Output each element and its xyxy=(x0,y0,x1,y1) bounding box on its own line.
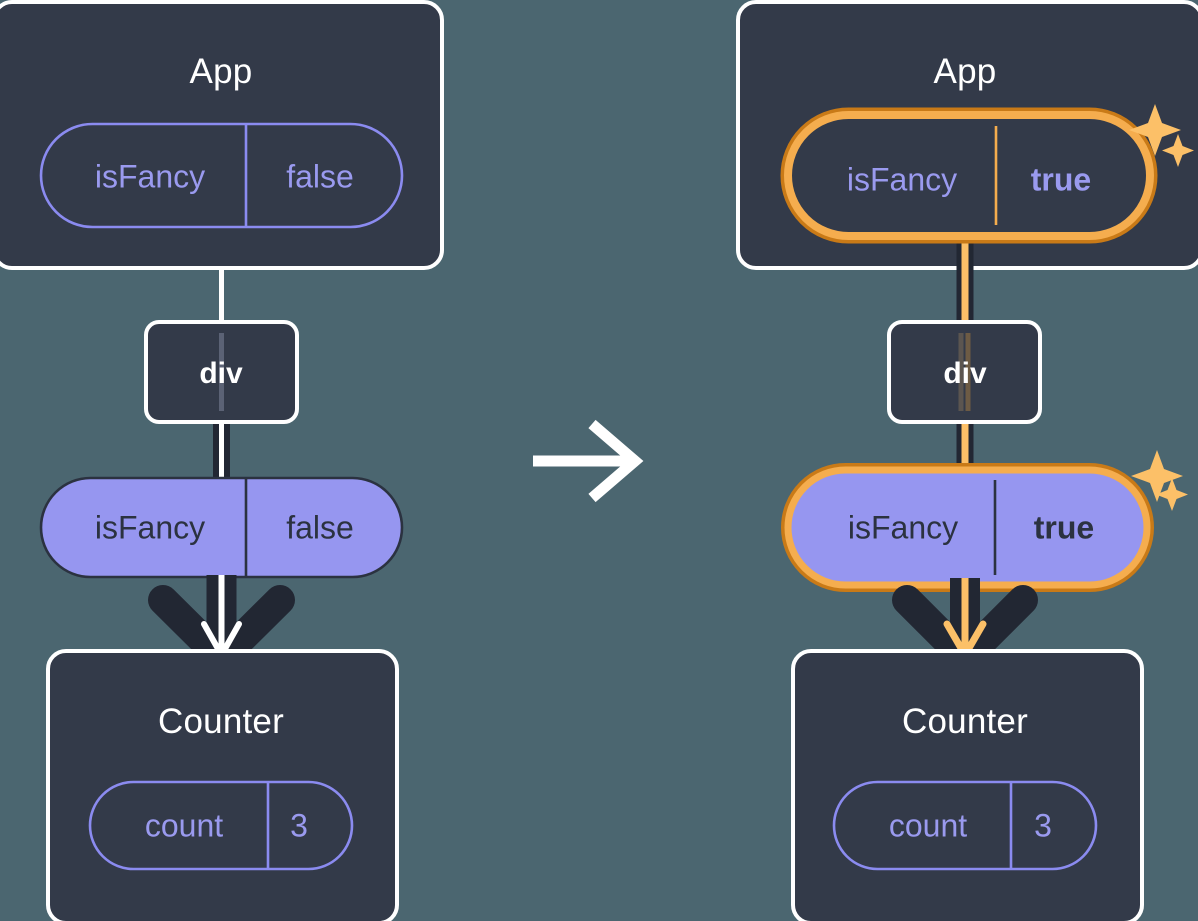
div-label-right: div xyxy=(943,357,987,390)
counter-card-left xyxy=(46,649,399,921)
sparkle-icon-props-large xyxy=(1131,450,1183,502)
app-state-pill-right[interactable] xyxy=(780,107,1158,244)
app-title-left: App xyxy=(189,52,253,91)
arrow-props-to-counter-left xyxy=(148,575,295,673)
transition-arrow-icon xyxy=(533,419,644,503)
app-state-value-left: false xyxy=(286,158,354,195)
app-state-pill-left[interactable] xyxy=(39,122,404,229)
props-value-right: true xyxy=(1033,509,1095,546)
props-value-left: false xyxy=(286,509,354,546)
props-key-left: isFancy xyxy=(94,509,206,546)
counter-state-key-right: count xyxy=(888,807,968,844)
counter-title-left: Counter xyxy=(158,702,284,741)
app-title-right: App xyxy=(933,52,997,91)
counter-state-value-right: 3 xyxy=(1034,807,1052,844)
props-key-right: isFancy xyxy=(847,509,959,546)
app-state-key-right: isFancy xyxy=(846,161,958,198)
counter-state-key-left: count xyxy=(144,807,224,844)
div-card-right xyxy=(887,320,1042,424)
sparkle-icon-app-small xyxy=(1162,134,1194,167)
sparkle-icon-props-small xyxy=(1156,478,1188,511)
app-state-value-right: true xyxy=(1030,161,1092,198)
app-card-left xyxy=(0,0,444,270)
sparkle-icon-app-large xyxy=(1129,104,1181,156)
counter-state-pill-right[interactable] xyxy=(832,780,1098,871)
counter-state-value-left: 3 xyxy=(290,807,308,844)
counter-title-right: Counter xyxy=(902,702,1028,741)
div-label-left: div xyxy=(199,357,243,390)
counter-state-pill-left[interactable] xyxy=(88,780,354,871)
app-state-key-left: isFancy xyxy=(94,158,206,195)
counter-card-right xyxy=(791,649,1144,921)
div-card-left xyxy=(144,320,299,424)
